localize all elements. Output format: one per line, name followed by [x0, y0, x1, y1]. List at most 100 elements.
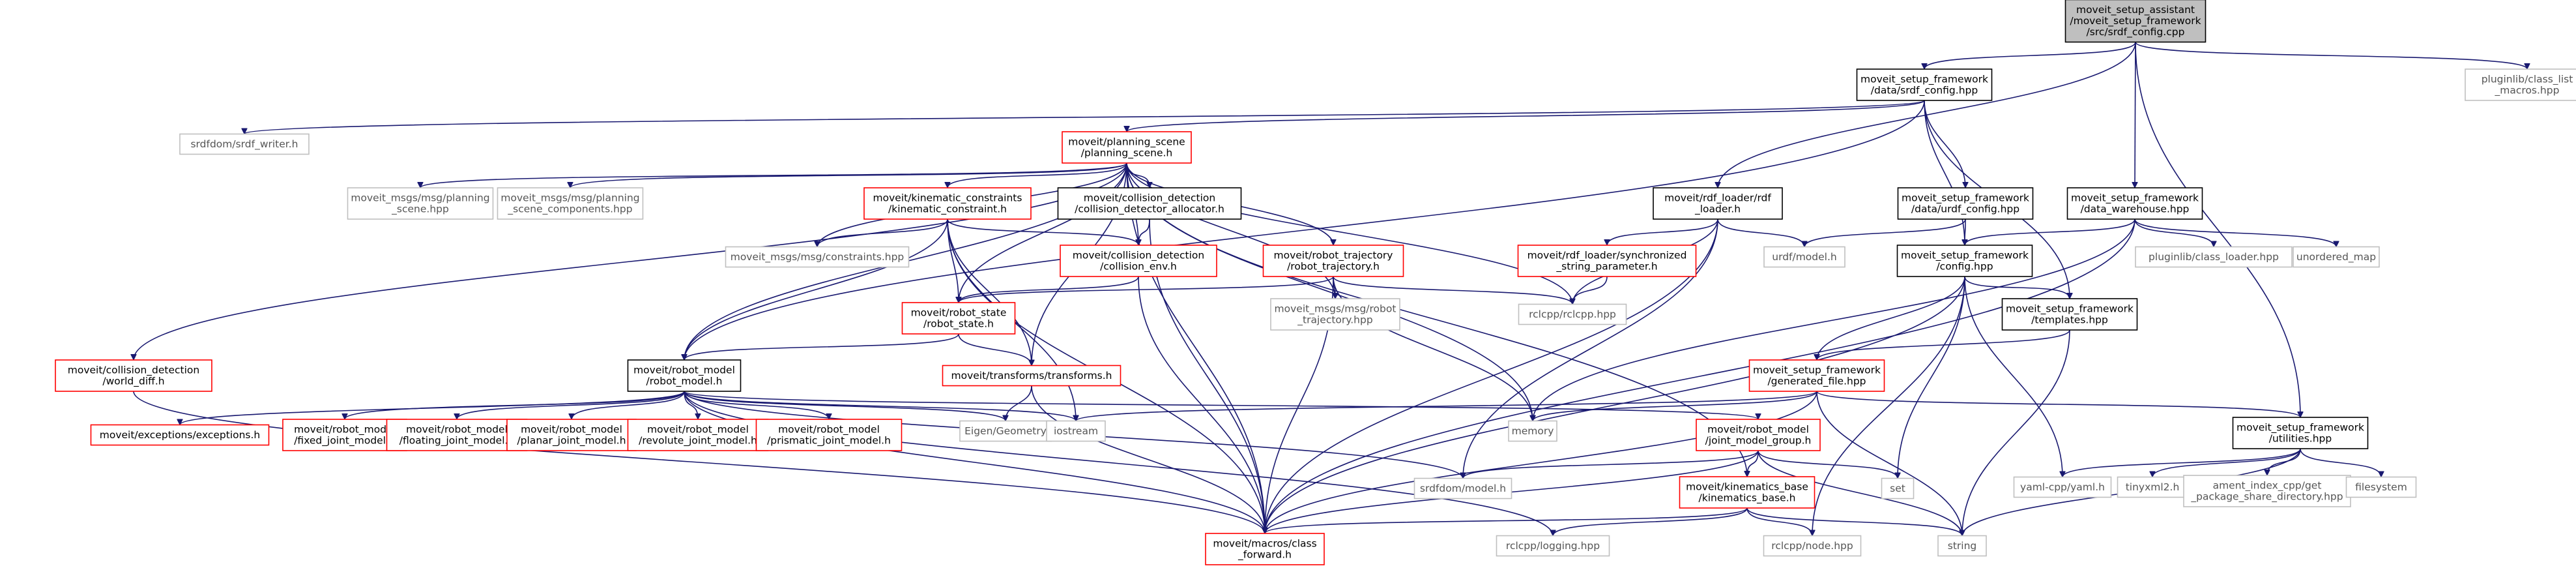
node-prismatic-joint-model[interactable]: moveit/robot_model/prismatic_joint_model… [755, 419, 903, 451]
node-box [725, 246, 910, 268]
node-label-line: moveit/robot_model [647, 423, 749, 436]
node-box [282, 419, 407, 451]
node-revolute-joint-model[interactable]: moveit/robot_model/revolute_joint_model.… [627, 419, 769, 451]
node-label-line: moveit_setup_framework [1753, 364, 1881, 376]
node-utilities-hpp[interactable]: moveit_setup_framework/utilities.hpp [2232, 417, 2369, 449]
include-edge-joint_model_group-to-string [1758, 450, 1962, 536]
node-root[interactable]: moveit_setup_assistant/moveit_setup_fram… [2064, 0, 2207, 43]
node-collision-env[interactable]: moveit/collision_detection/collision_env… [1060, 245, 1217, 277]
node-string: string [1937, 535, 1987, 557]
include-edge-config_hpp-to-generated_file_hpp [1817, 276, 1965, 360]
node-box [942, 365, 1122, 387]
node-planar-joint-model[interactable]: moveit/robot_model/planar_joint_model.h [506, 419, 637, 451]
dependency-edges [133, 41, 2527, 536]
node-label-line: /moveit_setup_framework [2070, 15, 2201, 27]
include-edge-collision_detector_allocator-to-collision_env [1138, 218, 1150, 245]
node-label-line: moveit/robot_model [294, 423, 396, 436]
node-label-line: /planning_scene.h [1081, 147, 1172, 159]
node-msgs-planning-scene: moveit_msgs/msg/planning_scene.hpp [347, 187, 494, 220]
node-kinematics-base[interactable]: moveit/kinematics_base/kinematics_base.h [1679, 476, 1816, 509]
node-fixed-joint-model[interactable]: moveit/robot_model/fixed_joint_model.h [282, 419, 407, 451]
include-edge-joint_model_group-to-set [1758, 450, 1898, 479]
include-edge-collision_env-to-robot_state [959, 276, 1139, 303]
node-box [2135, 246, 2293, 268]
include-edge-utilities_hpp-to-filesystem [2300, 448, 2381, 477]
include-edge-data_warehouse_hpp-to-config_hpp [1965, 218, 2135, 246]
node-synchronized-string-parameter[interactable]: moveit/rdf_loader/synchronized_string_pa… [1517, 245, 1697, 277]
include-edge-robot_state-to-transforms [958, 333, 1032, 366]
node-world-diff[interactable]: moveit/collision_detection/world_diff.h [55, 359, 212, 392]
node-label-line: ament_index_cpp/get [2213, 479, 2322, 492]
include-edge-srdf_config_hpp-to-config_hpp [1924, 100, 1965, 245]
node-joint-model-group[interactable]: moveit/robot_model/joint_model_group.h [1696, 419, 1821, 451]
node-label-line: filesystem [2355, 481, 2407, 493]
node-class-forward[interactable]: moveit/macros/class_forward.h [1205, 533, 1325, 565]
node-urdf-model: urdf/model.h [1763, 246, 1845, 268]
node-exceptions[interactable]: moveit/exceptions/exceptions.h [90, 424, 270, 446]
node-box [2013, 476, 2112, 498]
node-label-line: srdfdom/srdf_writer.h [190, 138, 298, 151]
node-label-line: moveit_msgs/msg/planning [351, 192, 489, 204]
include-edge-robot_model-to-rclcpp_logging [684, 391, 1553, 536]
include-edge-world_diff-to-class_forward [133, 391, 1265, 533]
node-generated-file-hpp[interactable]: moveit_setup_framework/generated_file.hp… [1748, 359, 1885, 392]
include-edge-robot_model-to-fixed_joint_model [345, 391, 685, 420]
node-box [1679, 476, 1816, 509]
node-label-line: srdfdom/model.h [1420, 483, 1506, 494]
node-box [1262, 245, 1404, 277]
node-box [90, 424, 270, 446]
node-label-line: /kinematic_constraint.h [888, 203, 1007, 215]
node-srdf-config-hpp[interactable]: moveit_setup_framework/data/srdf_config.… [1856, 68, 1993, 101]
node-box [1937, 535, 1987, 557]
node-data-warehouse-hpp[interactable]: moveit_setup_framework/data_warehouse.hp… [2066, 187, 2203, 220]
node-box [1897, 187, 2034, 220]
node-kinematic-constraint[interactable]: moveit/kinematic_constraints/kinematic_c… [863, 187, 1032, 220]
node-label-line: moveit_setup_framework [2071, 192, 2199, 204]
node-memory: memory [1508, 420, 1557, 442]
node-label-line: _scene.hpp [391, 203, 449, 215]
include-edge-root-to-pluginlib_class_list_macros [2135, 41, 2527, 70]
node-label-line: /collision_env.h [1100, 260, 1177, 273]
node-yaml-cpp: yaml-cpp/yaml.h [2013, 476, 2112, 498]
node-label-line: /fixed_joint_model.h [294, 434, 396, 447]
node-label-line: moveit_msgs/msg/robot [1275, 303, 1397, 315]
node-label-line: moveit/rdf_loader/rdf [1664, 192, 1771, 204]
node-label-line: tinyxml2.h [2126, 481, 2180, 493]
node-config-hpp[interactable]: moveit_setup_framework/config.hpp [1896, 245, 2033, 277]
include-edge-rdf_loader-to-synchronized_string_parameter [1607, 218, 1718, 246]
include-edge-kinematics_base-to-string [1746, 507, 1962, 536]
node-label-line: rclcpp/node.hpp [1771, 540, 1853, 552]
node-label-line: moveit/robot_model [1707, 423, 1809, 436]
node-label-line: rclcpp/rclcpp.hpp [1529, 308, 1616, 320]
node-label-line: /planar_joint_model.h [517, 434, 626, 447]
node-label-line: moveit_setup_assistant [2076, 4, 2195, 16]
node-msgs-robot-trajectory: moveit_msgs/msg/robot_trajectory.hpp [1270, 298, 1400, 331]
node-urdf-config-hpp[interactable]: moveit_setup_framework/data/urdf_config.… [1897, 187, 2034, 220]
node-collision-detector-allocator[interactable]: moveit/collision_detection/collision_det… [1057, 187, 1242, 220]
node-box [2293, 246, 2380, 268]
node-box [627, 419, 769, 451]
node-planning-scene[interactable]: moveit/planning_scene/planning_scene.h [1062, 131, 1192, 164]
node-robot-state[interactable]: moveit/robot_state/robot_state.h [901, 302, 1016, 335]
node-label-line: unordered_map [2296, 251, 2376, 263]
include-edge-generated_file_hpp-to-class_forward [1265, 391, 1817, 533]
node-box [1270, 298, 1400, 331]
node-rclcpp-node: rclcpp/node.hpp [1763, 535, 1862, 557]
node-box [179, 133, 310, 155]
node-label-line: moveit/robot_model [521, 423, 622, 436]
node-label-line: _macros.hpp [2495, 84, 2560, 97]
include-edge-planning_scene-to-msgs_planning_scene_components [570, 162, 1127, 188]
include-edge-kinematics_base-to-rclcpp_node [1746, 507, 1812, 536]
node-rdf-loader[interactable]: moveit/rdf_loader/rdf_loader.h [1653, 187, 1783, 220]
node-label-line: _loader.h [1694, 203, 1741, 215]
node-templates-hpp[interactable]: moveit_setup_framework/templates.hpp [2001, 298, 2138, 331]
node-box [1696, 419, 1821, 451]
node-robot-trajectory[interactable]: moveit/robot_trajectory/robot_trajectory… [1262, 245, 1404, 277]
node-transforms[interactable]: moveit/transforms/transforms.h [942, 365, 1122, 387]
include-edge-root-to-srdf_config_hpp [1924, 42, 2136, 70]
node-label-line: moveit_setup_framework [2236, 421, 2364, 434]
node-floating-joint-model[interactable]: moveit/robot_model/floating_joint_model.… [386, 419, 528, 451]
include-edge-config_hpp-to-rclcpp_node [1812, 276, 1965, 536]
node-robot-model[interactable]: moveit/robot_model/robot_model.h [627, 359, 742, 392]
include-edge-joint_model_group-to-kinematics_base [1747, 450, 1759, 477]
